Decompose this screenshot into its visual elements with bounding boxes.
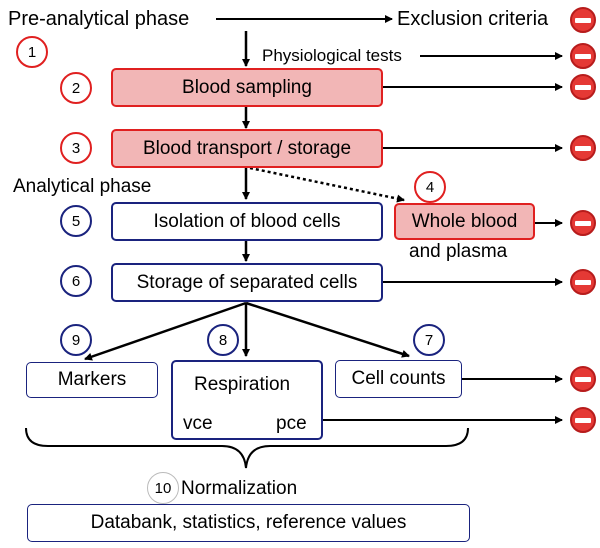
step-number-10: 10 xyxy=(147,472,179,504)
no-entry-icon xyxy=(570,135,596,161)
plasma-label: and plasma xyxy=(409,241,508,262)
respiration-box: Respiration vce pce xyxy=(171,360,323,440)
isolation-label: Isolation of blood cells xyxy=(153,210,341,232)
no-entry-icon xyxy=(570,74,596,100)
blood-transport-label: Blood transport / storage xyxy=(142,137,352,159)
physiological-tests-label: Physiological tests xyxy=(262,46,402,65)
markers-label: Markers xyxy=(57,369,127,390)
normalization-brace xyxy=(25,427,469,469)
step-number-4: 4 xyxy=(414,171,446,203)
step-number-3: 3 xyxy=(60,132,92,164)
step-number-9: 9 xyxy=(60,324,92,356)
storage-separated-box: Storage of separated cells xyxy=(111,263,383,302)
pce-label: pce xyxy=(276,413,307,434)
no-entry-icon xyxy=(570,210,596,236)
exclusion-criteria-heading: Exclusion criteria xyxy=(397,8,549,30)
cell-counts-box: Cell counts xyxy=(335,360,462,398)
arrow-to-cell-counts xyxy=(245,301,410,358)
no-entry-icon xyxy=(570,7,596,33)
isolation-box: Isolation of blood cells xyxy=(111,202,383,241)
blood-transport-box: Blood transport / storage xyxy=(111,129,383,168)
step-number-7: 7 xyxy=(413,324,445,356)
step-number-5: 5 xyxy=(60,205,92,237)
markers-box: Markers xyxy=(26,362,158,398)
vce-label: vce xyxy=(183,413,213,434)
step-number-2: 2 xyxy=(60,72,92,104)
databank-label: Databank, statistics, reference values xyxy=(90,512,407,533)
blood-sampling-box: Blood sampling xyxy=(111,68,383,107)
step-number-1: 1 xyxy=(16,36,48,68)
whole-blood-box: Whole blood xyxy=(394,203,535,240)
step-number-6: 6 xyxy=(60,265,92,297)
analytical-phase-heading: Analytical phase xyxy=(13,176,152,197)
no-entry-icon xyxy=(570,366,596,392)
respiration-label: Respiration xyxy=(194,374,291,395)
no-entry-icon xyxy=(570,407,596,433)
pre-analytical-heading: Pre-analytical phase xyxy=(8,8,190,30)
whole-blood-label: Whole blood xyxy=(411,210,518,232)
cell-counts-label: Cell counts xyxy=(351,368,446,389)
normalization-label: Normalization xyxy=(181,478,298,499)
step-number-8: 8 xyxy=(207,324,239,356)
arrow-to-markers xyxy=(84,301,247,361)
blood-sampling-label: Blood sampling xyxy=(182,76,312,98)
databank-box: Databank, statistics, reference values xyxy=(27,504,470,542)
no-entry-icon xyxy=(570,269,596,295)
no-entry-icon xyxy=(570,43,596,69)
dotted-arrow-to-whole-blood xyxy=(249,166,405,203)
storage-separated-label: Storage of separated cells xyxy=(136,271,358,293)
